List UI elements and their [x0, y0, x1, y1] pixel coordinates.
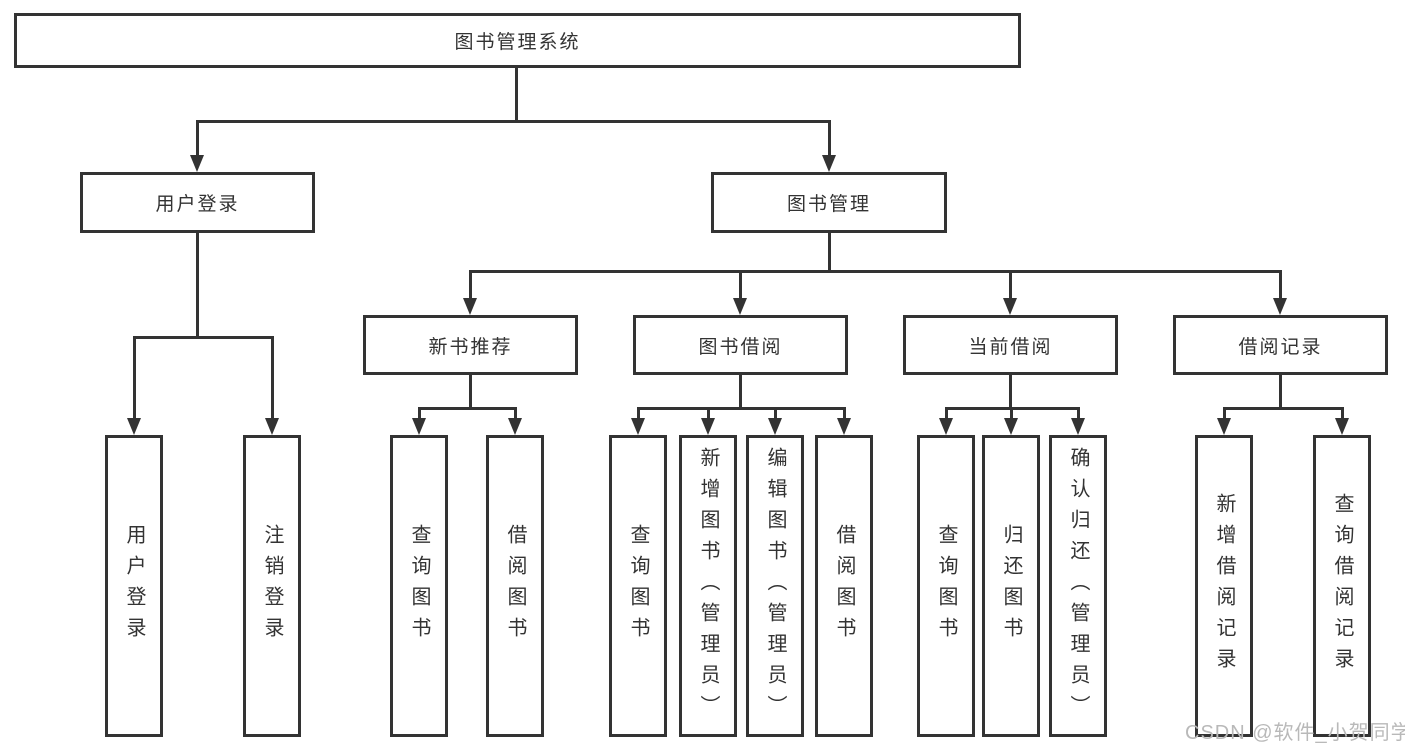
connector-line [707, 407, 710, 421]
arrow-down-icon [1003, 298, 1017, 315]
node-book-borrow-label: 图书借阅 [698, 336, 783, 358]
leaf-borrow-borrow-label: 借阅图书 [833, 524, 855, 648]
connector-line [1077, 407, 1080, 421]
connector-line [739, 375, 742, 410]
leaf-newbook-query-label: 查询图书 [408, 524, 430, 648]
connector-line [1279, 270, 1282, 300]
node-user-login: 用户登录 [80, 172, 315, 233]
leaf-newbook-query: 查询图书 [390, 435, 448, 737]
arrow-down-icon [463, 298, 477, 315]
node-root: 图书管理系统 [14, 13, 1021, 68]
connector-line [418, 407, 517, 410]
leaf-record-query-label: 查询借阅记录 [1331, 493, 1353, 679]
connector-line [418, 407, 421, 421]
leaf-record-add: 新增借阅记录 [1195, 435, 1253, 737]
connector-line [637, 407, 846, 410]
node-current-borrow: 当前借阅 [903, 315, 1118, 375]
connector-line [637, 407, 640, 421]
connector-line [1009, 270, 1012, 300]
leaf-current-confirm-admin-label: 确认归还（管理员） [1067, 446, 1089, 726]
leaf-newbook-borrow: 借阅图书 [486, 435, 544, 737]
arrow-down-icon [1273, 298, 1287, 315]
connector-line [1341, 407, 1344, 421]
connector-line [469, 270, 472, 300]
connector-line [774, 407, 777, 421]
leaf-logout: 注销登录 [243, 435, 301, 737]
arrow-down-icon [768, 418, 782, 435]
arrow-down-icon [412, 418, 426, 435]
connector-line [469, 375, 472, 410]
leaf-logout-label: 注销登录 [261, 524, 283, 648]
connector-line [133, 336, 136, 420]
leaf-current-query-label: 查询图书 [935, 524, 957, 648]
connector-line [1009, 375, 1012, 410]
leaf-borrow-edit-admin: 编辑图书（管理员） [746, 435, 804, 737]
node-borrow-records-label: 借阅记录 [1238, 336, 1323, 358]
connector-line [1010, 407, 1013, 421]
node-current-borrow-label: 当前借阅 [968, 336, 1053, 358]
leaf-borrow-borrow: 借阅图书 [815, 435, 873, 737]
arrow-down-icon [1071, 418, 1085, 435]
arrow-down-icon [190, 155, 204, 172]
node-new-book-recommend: 新书推荐 [363, 315, 578, 375]
arrow-down-icon [701, 418, 715, 435]
leaf-user-login: 用户登录 [105, 435, 163, 737]
node-root-label: 图书管理系统 [454, 32, 581, 53]
arrow-down-icon [1004, 418, 1018, 435]
connector-line [196, 120, 831, 123]
connector-line [514, 407, 517, 421]
leaf-borrow-add-admin-label: 新增图书（管理员） [697, 446, 719, 726]
connector-line [133, 336, 274, 339]
arrow-down-icon [822, 155, 836, 172]
connector-line [843, 407, 846, 421]
leaf-current-return: 归还图书 [982, 435, 1040, 737]
arrow-down-icon [631, 418, 645, 435]
leaf-newbook-borrow-label: 借阅图书 [504, 524, 526, 648]
node-book-management: 图书管理 [711, 172, 947, 233]
leaf-user-login-label: 用户登录 [123, 524, 145, 648]
leaf-borrow-query: 查询图书 [609, 435, 667, 737]
node-borrow-records: 借阅记录 [1173, 315, 1388, 375]
connector-line [271, 336, 274, 420]
connector-line [515, 68, 518, 121]
connector-line [196, 120, 199, 160]
leaf-current-return-label: 归还图书 [1000, 524, 1022, 648]
node-book-borrow: 图书借阅 [633, 315, 848, 375]
leaf-borrow-edit-admin-label: 编辑图书（管理员） [764, 446, 786, 726]
leaf-borrow-add-admin: 新增图书（管理员） [679, 435, 737, 737]
leaf-record-add-label: 新增借阅记录 [1213, 493, 1235, 679]
arrow-down-icon [733, 298, 747, 315]
leaf-current-query: 查询图书 [917, 435, 975, 737]
connector-line [1223, 407, 1344, 410]
csdn-watermark: CSDN @软件_小贺同学 [1185, 722, 1405, 744]
arrow-down-icon [508, 418, 522, 435]
connector-line [739, 270, 742, 300]
connector-line [196, 233, 199, 339]
leaf-current-confirm-admin: 确认归还（管理员） [1049, 435, 1107, 737]
connector-line [469, 270, 1282, 273]
leaf-borrow-query-label: 查询图书 [627, 524, 649, 648]
connector-line [945, 407, 948, 421]
node-new-book-recommend-label: 新书推荐 [428, 336, 513, 358]
connector-line [828, 233, 831, 273]
arrow-down-icon [837, 418, 851, 435]
connector-line [1279, 375, 1282, 410]
leaf-record-query: 查询借阅记录 [1313, 435, 1371, 737]
node-book-management-label: 图书管理 [786, 194, 871, 215]
arrow-down-icon [1217, 418, 1231, 435]
arrow-down-icon [127, 418, 141, 435]
arrow-down-icon [939, 418, 953, 435]
arrow-down-icon [265, 418, 279, 435]
node-user-login-label: 用户登录 [155, 194, 240, 215]
connector-line [828, 120, 831, 160]
arrow-down-icon [1335, 418, 1349, 435]
connector-line [1223, 407, 1226, 421]
